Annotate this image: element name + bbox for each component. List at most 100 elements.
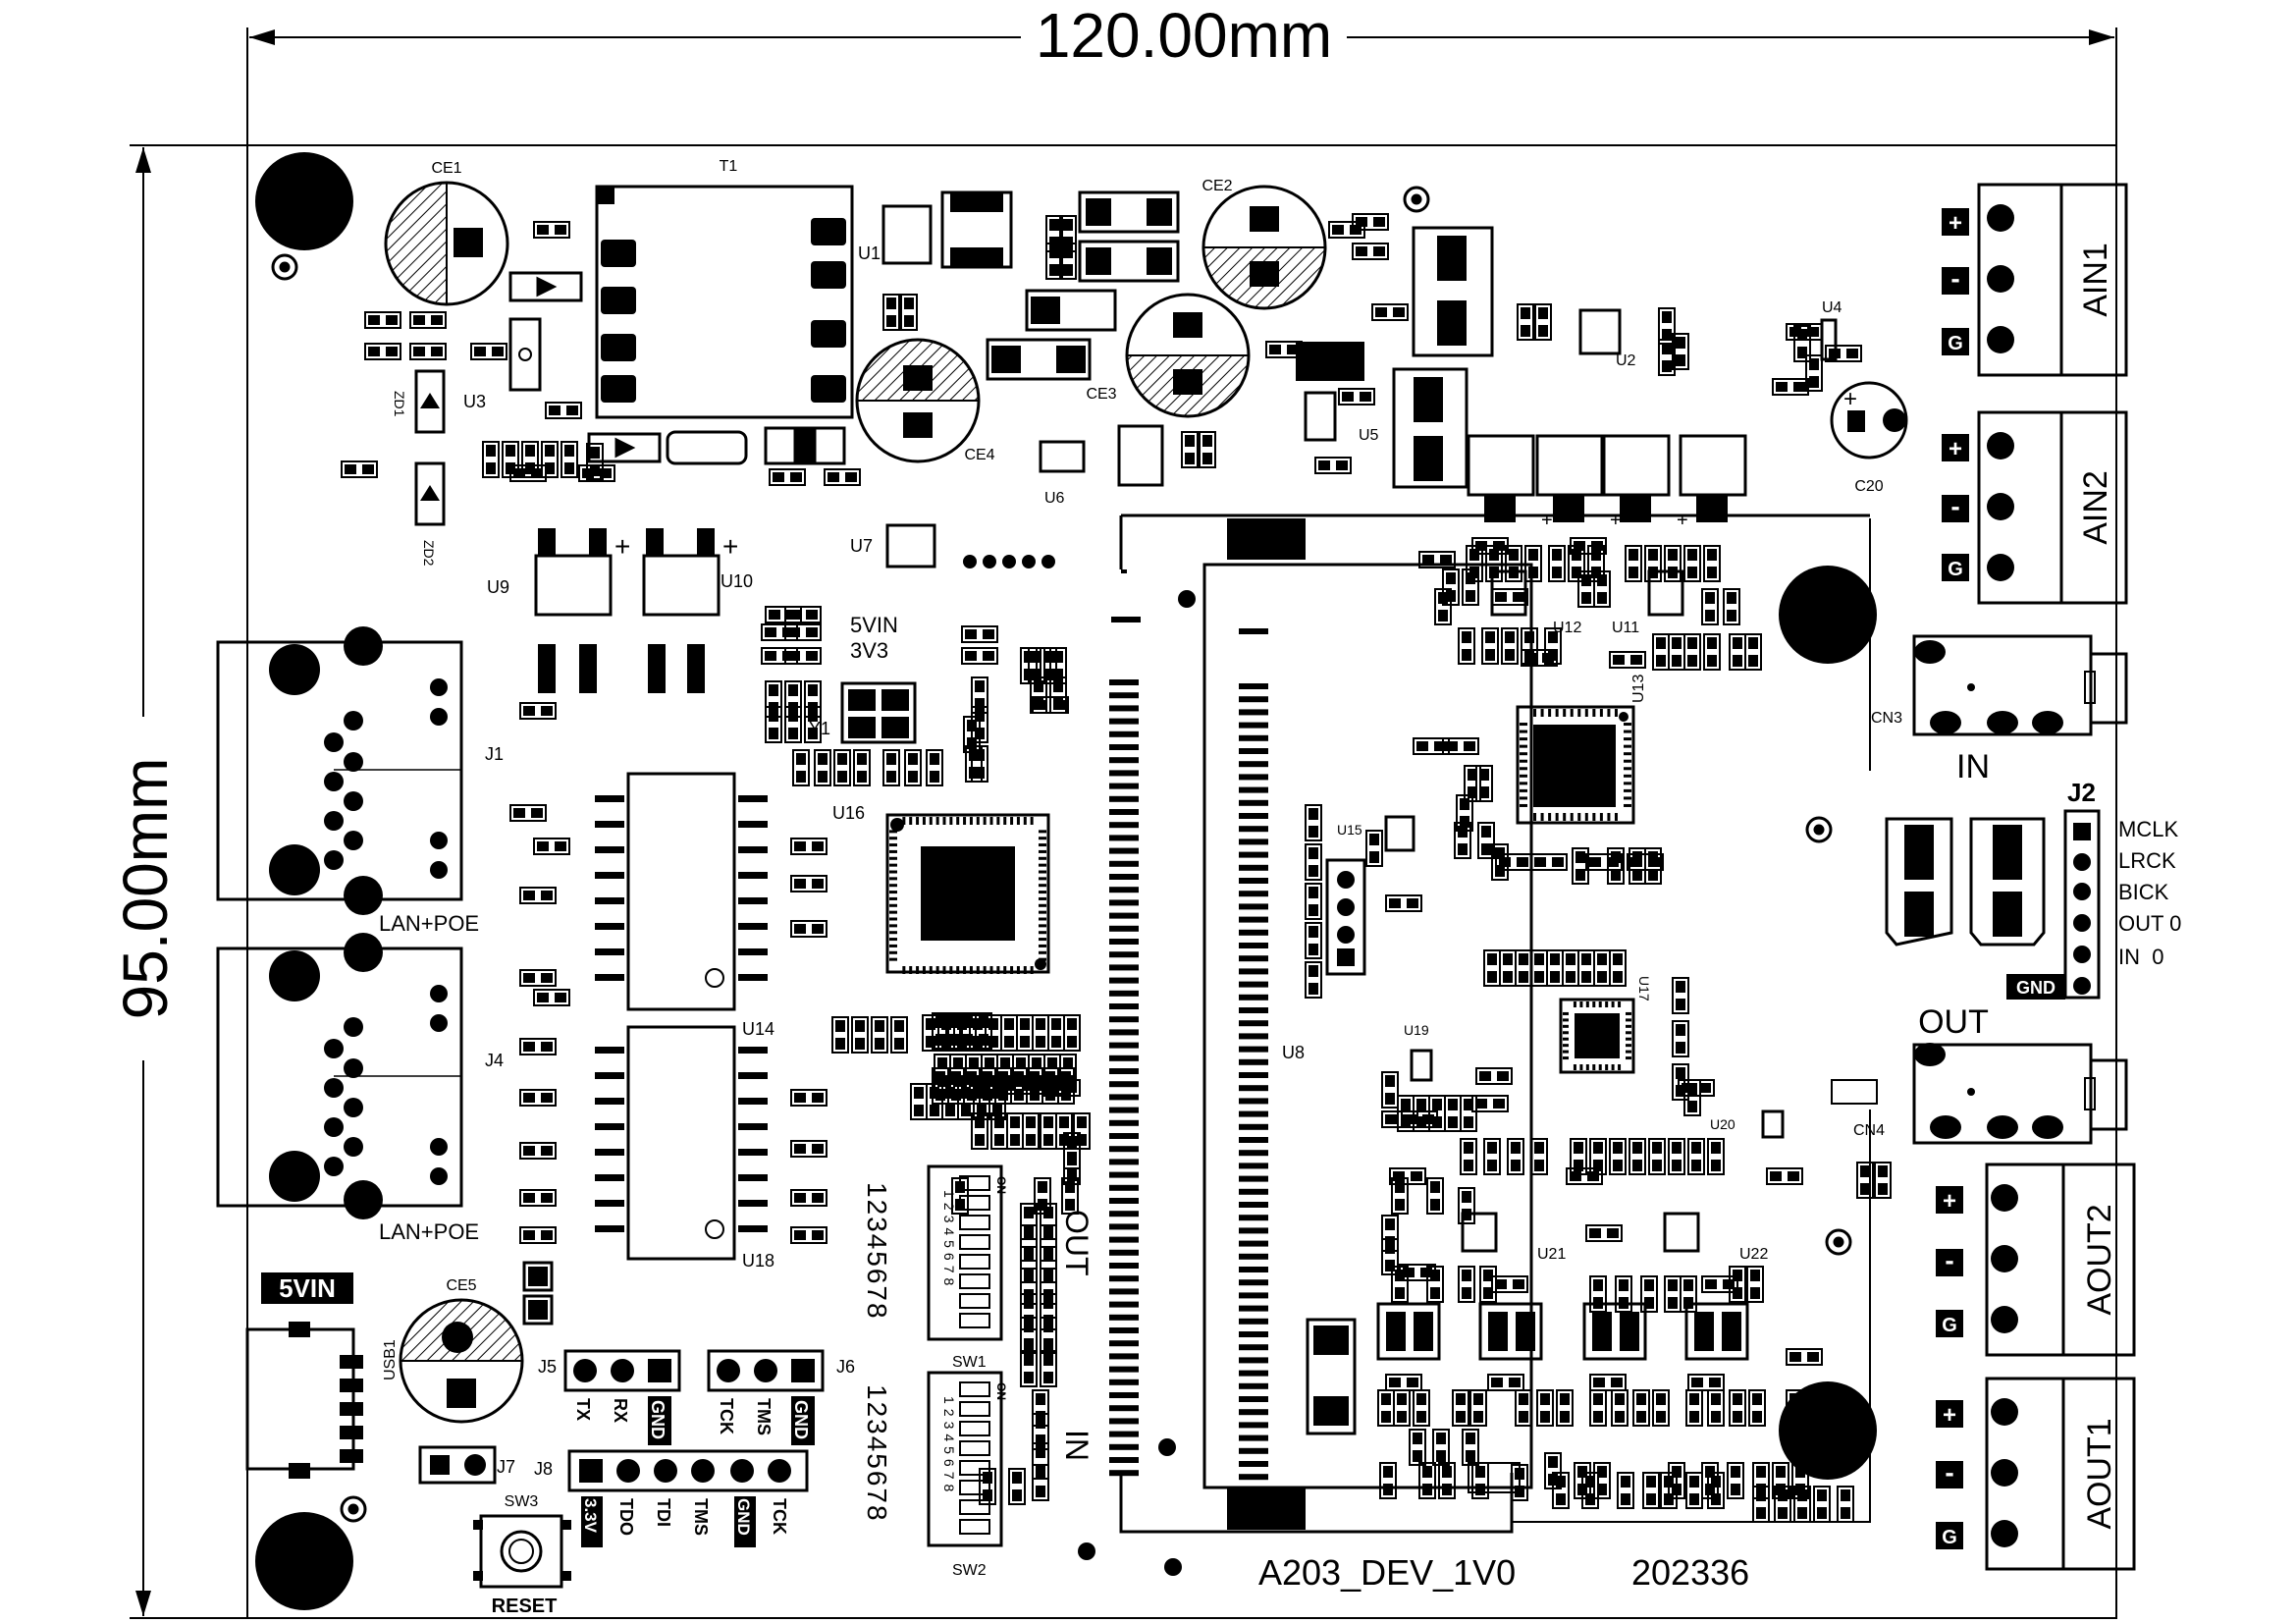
ic-u2: U2	[1578, 308, 1636, 369]
switch-slot[interactable]	[959, 1480, 990, 1495]
ic-pin	[976, 817, 980, 825]
smd-passive	[1438, 1462, 1456, 1499]
smd-passive	[1413, 1389, 1430, 1427]
ic-pin	[889, 863, 897, 867]
svg-text:U8: U8	[1282, 1043, 1305, 1062]
switch-slot[interactable]	[959, 1519, 990, 1535]
connector-pin	[1239, 1110, 1268, 1117]
smd-passive	[1059, 243, 1077, 280]
ic-pin	[889, 837, 897, 840]
connector-pin	[1239, 864, 1268, 871]
smd-passive	[1393, 1389, 1411, 1427]
svg-text:SW2: SW2	[952, 1562, 987, 1579]
switch-slot[interactable]	[959, 1273, 990, 1289]
ic-pin	[1563, 1044, 1569, 1048]
ic-pin	[935, 966, 939, 974]
svg-text:SW1: SW1	[952, 1354, 987, 1371]
smd-passive	[1385, 1374, 1422, 1391]
smd-passive	[521, 441, 539, 478]
connector-pin	[1239, 1409, 1268, 1416]
diode-zd1: ZD1	[392, 369, 446, 434]
connector-pin	[1239, 968, 1268, 975]
reset-button-sw3[interactable]: SW3 RESET	[473, 1493, 571, 1617]
switch-slot[interactable]	[959, 1293, 990, 1309]
svg-text:USB1: USB1	[382, 1339, 399, 1380]
connector-pin	[1109, 835, 1139, 841]
switch-slot[interactable]	[959, 1313, 990, 1328]
smd-passive	[1648, 1138, 1666, 1175]
switch-slot[interactable]	[959, 1421, 990, 1436]
ic-pin	[1010, 817, 1014, 825]
connector-pin	[1239, 1331, 1268, 1337]
smd-passive	[1572, 847, 1589, 885]
smd-passive	[1040, 1112, 1057, 1150]
ic-pin	[1624, 744, 1631, 748]
switch-slot[interactable]	[959, 1215, 990, 1230]
ic-pin	[738, 923, 768, 930]
switch-slot[interactable]	[959, 1440, 990, 1456]
terminal-ain2: + - G AIN2	[1942, 410, 2128, 605]
ic-pin	[1573, 1064, 1576, 1070]
ic-pin	[738, 974, 768, 981]
connector-pin	[1109, 770, 1139, 777]
connector-pin	[1239, 943, 1268, 948]
capacitor-ce4: CE4	[855, 338, 995, 463]
ic-pin	[929, 817, 933, 825]
ic-u12: U12	[1490, 569, 1581, 636]
smd-passive	[1629, 1138, 1646, 1175]
svg-text:RX: RX	[611, 1398, 630, 1423]
smd-passive	[1652, 633, 1670, 671]
smd-passive	[1515, 1389, 1532, 1427]
width-dimension-label: 120.00mm	[1036, 0, 1332, 71]
ic-pin	[889, 830, 897, 834]
switch-slot[interactable]	[959, 1234, 990, 1250]
connector-pin	[1109, 1198, 1139, 1204]
switch-slot[interactable]	[959, 1381, 990, 1397]
switch-slot[interactable]	[959, 1254, 990, 1270]
switch-slot[interactable]	[959, 1401, 990, 1417]
connector-pin	[1239, 1175, 1268, 1182]
connector-pin	[1109, 1171, 1139, 1178]
usb-connector-usb1: USB1	[245, 1322, 399, 1479]
ethernet-jack-j4: J4 LAN+POE	[216, 933, 504, 1244]
smd-passive	[364, 311, 401, 329]
ic-pin	[595, 846, 624, 853]
ic-pin	[595, 1047, 624, 1054]
smd-passive	[1752, 1486, 1770, 1523]
switch-slot[interactable]	[959, 1195, 990, 1211]
ic-pin	[889, 849, 897, 853]
connector-pin	[1109, 1366, 1139, 1373]
switch-slot[interactable]	[959, 1175, 990, 1191]
svg-text:+: +	[1943, 1188, 1956, 1215]
svg-text:U17: U17	[1636, 976, 1652, 1001]
ic-pin	[989, 817, 993, 825]
connector-pin	[1109, 679, 1139, 685]
svg-text:U10: U10	[721, 571, 753, 591]
capacitor-ce1: CE1	[384, 160, 509, 306]
smd-passive	[1305, 922, 1322, 959]
smd-passive	[1499, 949, 1517, 987]
ic-pin	[738, 1072, 768, 1079]
smd-passive	[1568, 545, 1585, 582]
switch-slot[interactable]	[959, 1460, 990, 1476]
ic-pin	[1626, 1011, 1631, 1015]
svg-text:+: +	[1610, 510, 1622, 531]
smd-passive	[1338, 388, 1375, 406]
dip-switch-sw1: ON 12345678 12345678 OUT SW1	[862, 1164, 1095, 1371]
ic-pin	[1520, 767, 1527, 771]
smd-passive	[1305, 961, 1322, 999]
connector-pin	[1239, 1085, 1268, 1092]
label-3v3: 3V3	[850, 638, 888, 663]
ic-u3: U3	[463, 317, 542, 411]
connector-pin	[1109, 692, 1139, 699]
connector-pin	[1109, 1119, 1139, 1126]
smd-passive	[792, 749, 810, 786]
smd-passive	[1063, 1148, 1081, 1185]
switch-slot[interactable]	[959, 1499, 990, 1515]
smd-passive	[1874, 1162, 1892, 1199]
connector-pin	[1109, 795, 1139, 802]
connector-pin	[1239, 1137, 1268, 1143]
terminal-ain1: + - G AIN1	[1942, 183, 2128, 377]
svg-text:AOUT2: AOUT2	[2081, 1204, 2118, 1315]
smd-passive	[1672, 977, 1689, 1014]
